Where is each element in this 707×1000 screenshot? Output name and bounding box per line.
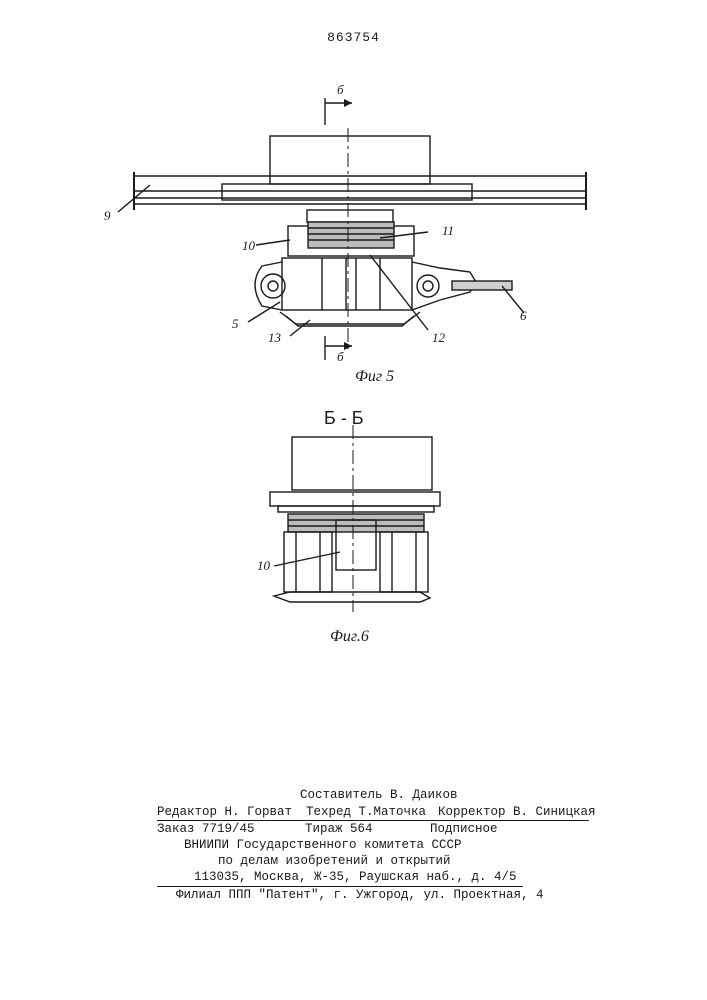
colophon-subscription: Подписное [430, 822, 498, 838]
fig5-label-10: 10 [242, 238, 255, 254]
section-mark-bottom: б [337, 349, 344, 365]
colophon-techred: Техред Т.Маточка [306, 805, 426, 821]
fig5-label-12: 12 [432, 330, 445, 346]
fig5-label-6: 6 [520, 308, 527, 324]
colophon-corrector: Корректор В. Синицкая [438, 805, 596, 821]
colophon-address: 113035, Москва, Ж-35, Раушская наб., д. … [194, 870, 517, 886]
section-mark-top: б [337, 82, 344, 98]
fig6-label-10: 10 [257, 558, 270, 574]
colophon-editor: Редактор Н. Горват [157, 805, 292, 821]
fig5-label-9: 9 [104, 208, 111, 224]
figure-5-caption: Фиг 5 [355, 368, 394, 386]
fig5-label-11: 11 [442, 223, 454, 239]
colophon-divider-bottom [157, 886, 523, 887]
section-title: Б - Б [324, 408, 364, 429]
colophon-order: Заказ 7719/45 [157, 822, 255, 838]
figure-6-caption: Фиг.6 [330, 628, 369, 646]
figure-5-drawing [118, 98, 586, 360]
fig5-label-5: 5 [232, 316, 239, 332]
colophon-divider-top [157, 820, 589, 821]
colophon-branch: Филиал ППП "Патент", г. Ужгород, ул. Про… [176, 888, 544, 904]
fig5-label-13: 13 [268, 330, 281, 346]
colophon-circulation: Тираж 564 [305, 822, 373, 838]
colophon-org-line2: по делам изобретений и открытий [218, 854, 451, 870]
colophon-org-line1: ВНИИПИ Государственного комитета СССР [184, 838, 462, 854]
colophon-compiler: Составитель В. Даиков [300, 788, 458, 804]
figure-6-drawing [270, 425, 440, 612]
